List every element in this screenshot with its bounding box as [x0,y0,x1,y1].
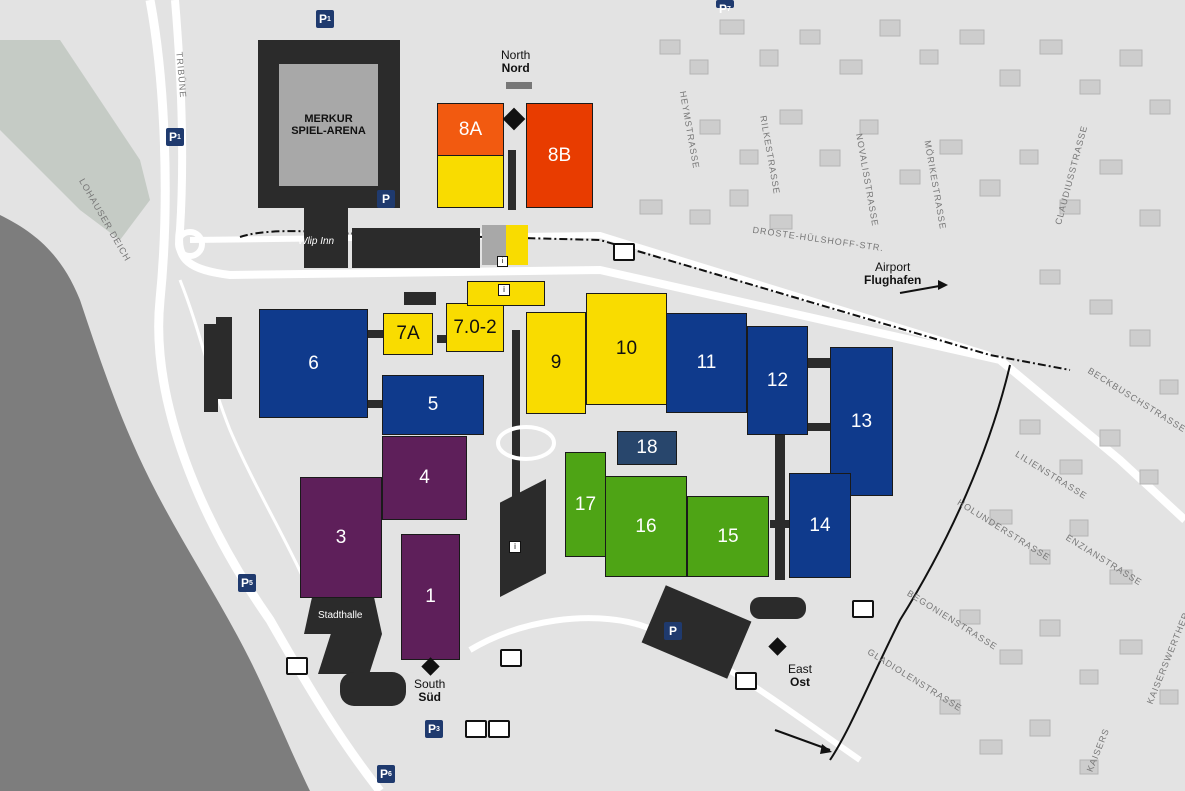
bus-stop-icon[interactable] [286,657,308,675]
water-body [0,215,310,791]
hall-15[interactable]: 15 [687,496,769,577]
hall-13[interactable]: 13 [830,347,893,496]
hall-8a-annex[interactable] [437,155,504,208]
hotel-label: Wlip Inn [298,236,335,247]
hall-4[interactable]: 4 [382,436,467,520]
hall-7a[interactable]: 7A [383,313,433,355]
green-area [0,40,150,240]
hall-14[interactable]: 14 [789,473,851,578]
bus-stop-icon[interactable] [488,720,510,738]
residential-blocks [639,19,1179,775]
roundabout [175,229,205,259]
arena-building[interactable]: MERKUR SPIEL-ARENA [279,64,378,186]
entrance-north[interactable]: North Nord [501,48,531,76]
entrance-north-en: North [501,48,531,62]
inner-road [178,279,322,621]
hall-connectors [368,150,832,580]
bus-stop-icon[interactable] [500,649,522,667]
bus-stop-icon[interactable] [735,672,757,690]
airport-de: Flughafen [864,273,922,288]
stadthalle-building[interactable] [304,598,382,634]
entrance-east-de: Ost [790,675,811,690]
hall-8b[interactable]: 8B [526,103,593,208]
hall-10[interactable]: 10 [586,293,667,405]
direction-arrow-south-east [774,729,831,751]
hall-8a[interactable]: 8A [437,103,504,156]
airport-en: Airport [874,260,911,274]
entrance-east-building [750,597,806,619]
main-road-north [171,0,1185,523]
hall-1[interactable]: 1 [401,534,460,660]
entrance-east[interactable]: East Ost [788,662,813,690]
arena-label-line2: SPIEL-ARENA [291,125,366,137]
entrance-north-de: Nord [501,61,530,76]
site-border-east [829,364,1011,761]
bus-stop-icon[interactable] [852,600,874,618]
south-road [468,615,862,763]
hall-6[interactable]: 6 [259,309,368,418]
parking-garage-icon[interactable]: P [664,622,682,640]
hall-12[interactable]: 12 [747,326,808,435]
hall-6-outbuilding-2 [216,317,232,399]
stadthalle-label: Stadthalle [318,610,363,621]
arena-label-line1: MERKUR [304,112,353,125]
hotel-building [352,228,480,268]
hall-9[interactable]: 9 [526,312,586,414]
hall-11[interactable]: 11 [666,313,747,413]
info-icon[interactable]: i [497,256,508,267]
hall-17[interactable]: 17 [565,452,606,557]
parking-arena-icon[interactable]: P [377,190,395,208]
entrance-north-bar [506,82,532,89]
airport-direction[interactable]: Airport Flughafen [864,260,922,288]
hall-7-0-2[interactable]: 7.0-2 [446,303,504,352]
bus-stop-icon[interactable] [613,243,635,261]
bus-stop-icon[interactable] [465,720,487,738]
main-road-west [145,0,384,791]
entrance-east-en: East [788,662,813,676]
info-icon[interactable]: i [509,541,521,553]
hall-5[interactable]: 5 [382,375,484,435]
direction-arrow-airport [899,284,946,294]
hall-3[interactable]: 3 [300,477,382,598]
arena-entrance [304,208,348,268]
north-info-block [506,225,528,265]
hall-6-outbuilding [204,324,218,412]
entrance-south-en: South [414,677,446,691]
hall-16[interactable]: 16 [605,476,687,577]
entrance-south[interactable]: South Süd [414,677,446,705]
entrance-south-de: Süd [418,690,442,705]
food-court-loop [496,425,556,461]
info-icon[interactable]: i [498,284,510,296]
hall-7-kiosk [404,292,436,305]
congress-center [340,672,406,706]
hall-18[interactable]: 18 [617,431,677,465]
